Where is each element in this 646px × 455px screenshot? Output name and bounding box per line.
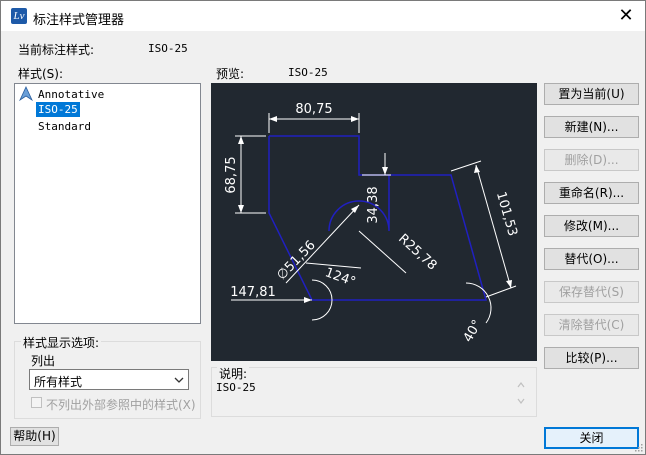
dim-top-text: 80,75 [295,102,332,117]
window-title: 标注样式管理器 [33,13,125,28]
override-button[interactable]: 替代(O)... [544,248,639,270]
xref-checkbox[interactable] [31,397,42,408]
preview-style-name: ISO-25 [288,66,328,79]
close-icon[interactable]: ✕ [618,5,634,26]
dim-radius-text: R25,78 [395,231,439,273]
dim-left-text: 68,75 [224,156,239,193]
clear-override-button[interactable]: 清除替代(C) [544,314,639,336]
dim-diameter-text: ∅51,56 [274,238,319,283]
resize-grip-icon[interactable] [633,442,643,452]
compare-button[interactable]: 比较(P)... [544,347,639,369]
app-icon: Lv [11,8,27,24]
display-options-group [14,341,201,419]
styles-label: 样式(S): [18,67,64,81]
description-box [211,367,537,417]
style-item-iso-25[interactable]: ISO-25 [36,102,80,117]
dim-right-text: 101,53 [493,190,520,238]
new-button[interactable]: 新建(N)... [544,116,639,138]
styles-list[interactable]: Annotative ISO-25 Standard [14,83,201,324]
preview-arc [328,175,390,232]
save-override-button[interactable]: 保存替代(S) [544,281,639,303]
title-bar: Lv 标注样式管理器 ✕ [1,1,645,31]
preview-label: 预览: [216,67,245,81]
style-item-standard[interactable]: Standard [38,120,91,133]
description-label: 说明: [217,365,250,382]
annotative-icon [19,86,33,102]
help-button[interactable]: 帮助(H) [10,427,59,446]
description-text: ISO-25 [216,381,256,394]
dim-angle2-text: 40° [461,318,486,345]
dim-inner-text: 34,38 [366,186,381,223]
preview-canvas: 80,75 68,75 34,38 101,53 ∅51,56 R25,78 1… [211,83,537,361]
style-item-annotative[interactable]: Annotative [38,88,105,101]
dim-bottom-text: 147,81 [230,285,276,300]
list-filter-value: 所有样式 [34,375,83,389]
current-style-value: ISO-25 [148,42,188,55]
chevron-down-icon [174,377,184,383]
preview-outline [268,135,487,301]
delete-button[interactable]: 删除(D)... [544,149,639,171]
modify-button[interactable]: 修改(M)... [544,215,639,237]
list-label: 列出 [31,354,56,368]
xref-checkbox-label: 不列出外部参照中的样式(X) [46,398,196,412]
current-style-label: 当前标注样式: [18,43,95,57]
dim-angle1-text: 124° [323,265,358,290]
list-filter-select[interactable]: 所有样式 [29,369,189,390]
display-options-legend: 样式显示选项: [21,334,102,351]
rename-button[interactable]: 重命名(R)... [544,182,639,204]
dimension-preview-drawing: 80,75 68,75 34,38 101,53 ∅51,56 R25,78 1… [224,102,520,345]
description-scroll-icon [517,382,525,404]
set-current-button[interactable]: 置为当前(U) [544,83,639,105]
close-button[interactable]: 关闭 [544,427,639,449]
